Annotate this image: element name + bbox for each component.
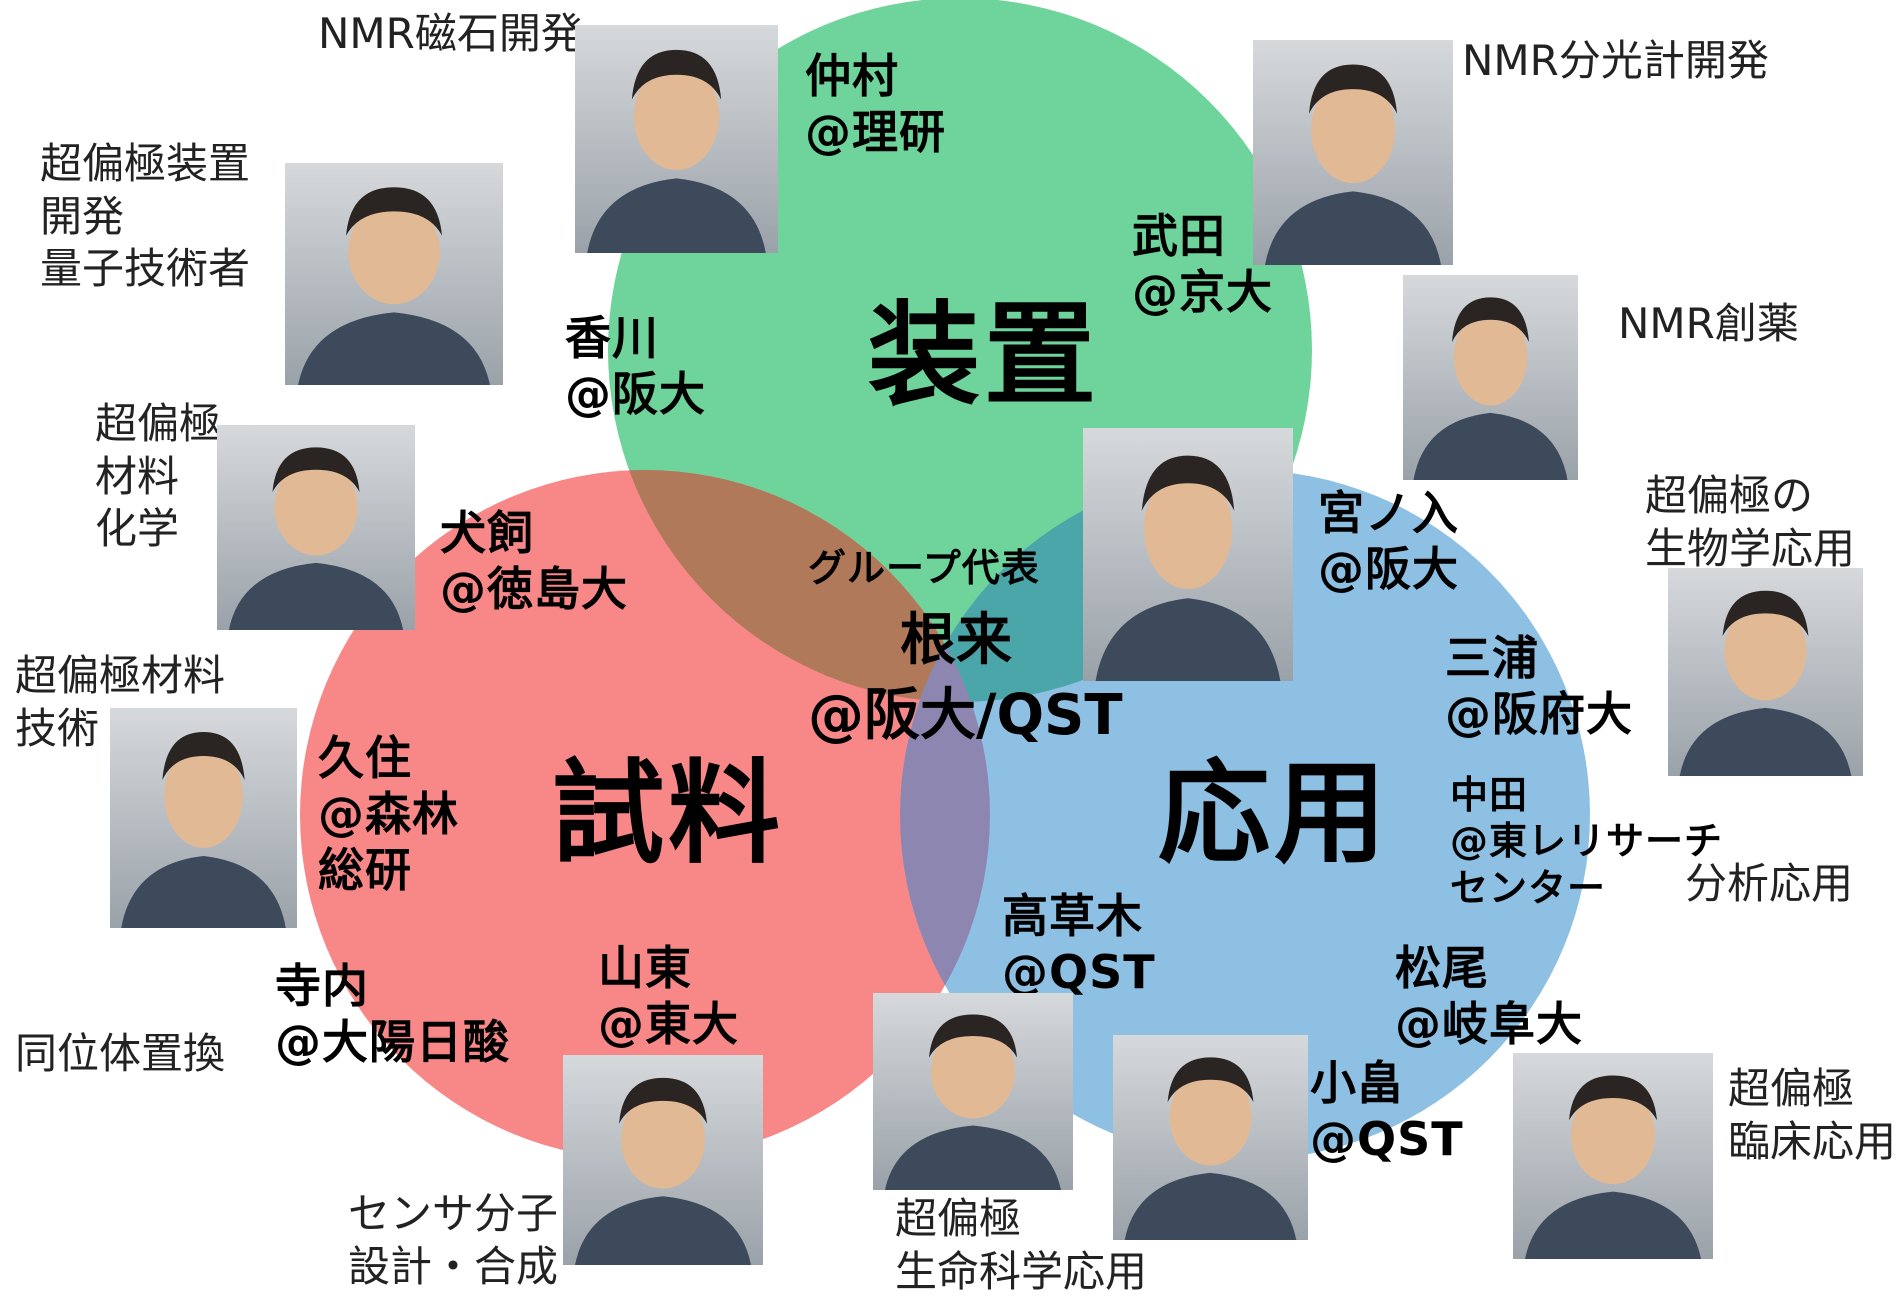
member-name: 寺内 @大陽日酸 [275,959,510,1070]
member-role: NMR創薬 [1618,299,1799,348]
portrait-photo [285,163,503,385]
portrait-photo [1668,568,1863,776]
portrait-photo [1253,40,1453,265]
member-role: 超偏極の 生物学応用 [1645,471,1856,573]
member-name: 香川 @阪大 [565,311,706,422]
portrait-photo [110,708,297,928]
person-silhouette-icon [1413,297,1568,480]
member-name: 小畠 @QST [1310,1056,1464,1167]
person-silhouette-icon [1525,1075,1701,1259]
member-role: 同位体置換 [15,1029,226,1078]
member-name: 仲村 @理研 [805,49,946,160]
person-silhouette-icon [1265,64,1441,265]
portrait-photo [575,25,778,253]
member-name: 久住 @森林 総研 [318,731,459,898]
member-role: 分析応用 [1685,859,1854,908]
portrait-photo [217,425,415,630]
member-role: NMR磁石開発 [318,9,583,58]
portrait-photo [1083,428,1293,681]
person-silhouette-icon [1679,590,1852,776]
device-label: 装置 [868,291,1100,421]
sample-label: 試料 [552,749,784,879]
portrait-photo [563,1055,763,1265]
person-silhouette-icon [587,49,766,253]
member-role: NMR分光計開発 [1462,36,1769,85]
member-name: 松尾 @岐阜大 [1395,941,1583,1052]
member-role: 超偏極装置 開発 量子技術者 [40,139,251,293]
portrait-photo [1403,275,1578,480]
member-name: 中田 @東レリサーチ センター [1450,773,1724,910]
portrait-photo [1513,1053,1713,1259]
member-name: 犬飼 @徳島大 [440,506,628,617]
member-name: 宮ノ入 @阪大 [1318,486,1459,597]
member-role: 超偏極 臨床応用 [1728,1064,1897,1166]
member-role: 超偏極材料 技術 [15,651,226,753]
person-silhouette-icon [298,187,490,385]
person-silhouette-icon [1124,1057,1297,1240]
member-name: 武田 @京大 [1132,209,1273,320]
person-silhouette-icon [228,447,404,630]
leader-role: グループ代表 [808,546,1040,590]
leader-name: 根来 [900,608,1012,673]
person-silhouette-icon [1095,455,1281,681]
member-name: 三浦 @阪府大 [1445,631,1633,742]
overlap-device-sample [608,470,990,702]
member-role: 超偏極 生命科学応用 [895,1194,1148,1296]
portrait-photo [873,993,1073,1190]
leader-affiliation: @阪大/QST [808,683,1123,748]
person-silhouette-icon [885,1014,1061,1190]
application-label: 応用 [1158,749,1390,879]
member-name: 高草木 @QST [1002,889,1156,1000]
member-name: 山東 @東大 [598,941,739,1052]
member-role: センサ分子 設計・合成 [348,1189,559,1291]
person-silhouette-icon [575,1077,751,1265]
person-silhouette-icon [121,732,286,928]
overlap-device-application [900,470,1312,702]
portrait-photo [1113,1035,1308,1240]
member-role: 超偏極 材料 化学 [95,399,222,553]
